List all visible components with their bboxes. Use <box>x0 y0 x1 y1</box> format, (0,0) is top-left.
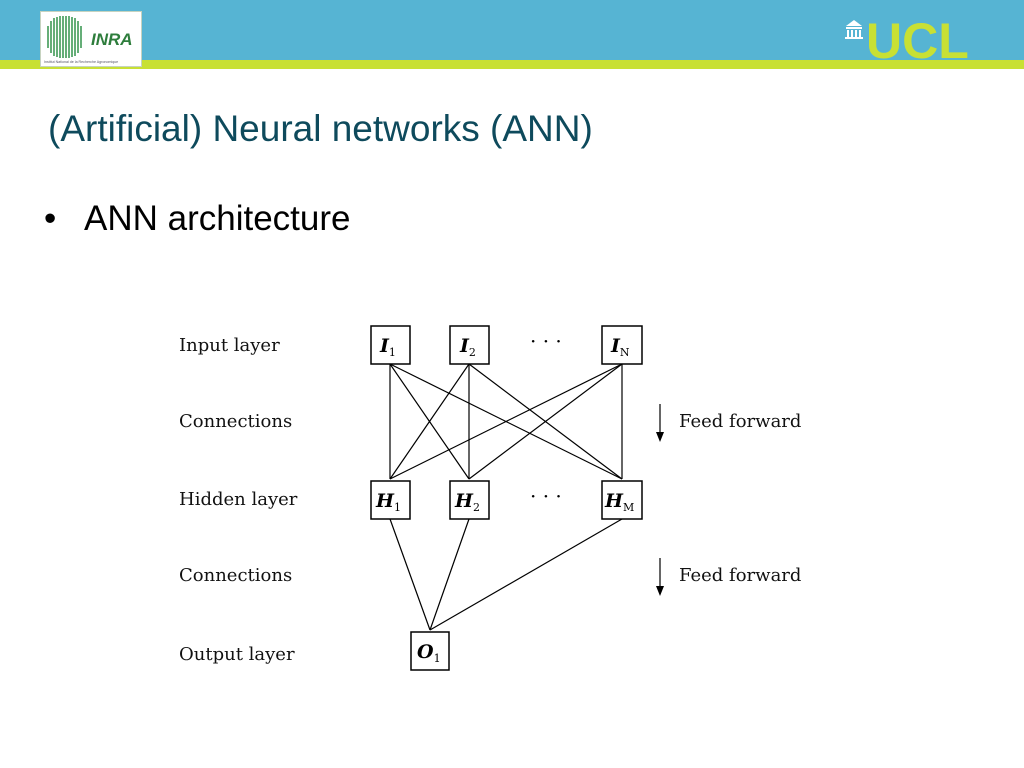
svg-text:HM: HM <box>604 490 634 514</box>
edge-in-h1 <box>389 363 623 480</box>
svg-text:I1: I1 <box>379 335 396 359</box>
edge-h2-o1 <box>429 518 470 631</box>
hidden-output-connections <box>389 518 623 631</box>
feed-forward-label-1: Feed forward <box>679 411 801 432</box>
feed-forward-indicator-2: Feed forward <box>656 558 801 596</box>
header-stripe <box>0 60 1024 69</box>
label-connections-1: Connections <box>179 411 292 432</box>
edge-i2-h1 <box>389 363 470 480</box>
output-node-1: O1 <box>410 631 450 671</box>
input-node-1: I1 <box>370 325 411 365</box>
input-hidden-connections <box>389 363 623 480</box>
ann-architecture-diagram: Input layer Connections Hidden layer Con… <box>179 325 801 671</box>
inra-logo-caption: Institut National de la Recherche Agrono… <box>44 60 118 64</box>
ucl-logo-text: UCL <box>866 14 969 62</box>
header-bar <box>0 0 1024 60</box>
input-ellipsis: · · · <box>530 329 562 353</box>
svg-text:I2: I2 <box>459 335 476 359</box>
feed-forward-label-2: Feed forward <box>679 565 801 586</box>
label-input-layer: Input layer <box>179 335 280 356</box>
input-node-n: IN <box>601 325 643 365</box>
svg-text:H2: H2 <box>454 490 480 514</box>
label-output-layer: Output layer <box>179 644 295 665</box>
inra-logo-graphic: INRA Institut National de la Recherche A… <box>44 16 133 64</box>
label-connections-2: Connections <box>179 565 292 586</box>
svg-text:H1: H1 <box>375 490 401 514</box>
wheat-stripes-icon <box>45 16 85 58</box>
svg-text:IN: IN <box>610 335 630 359</box>
inra-logo: INRA Institut National de la Recherche A… <box>40 11 142 67</box>
edge-in-h2 <box>468 363 623 480</box>
inra-logo-text: INRA <box>91 30 133 49</box>
input-node-2: I2 <box>449 325 490 365</box>
edge-hm-o1 <box>429 518 623 631</box>
hidden-node-1: H1 <box>370 480 411 520</box>
bullet-text: ANN architecture <box>84 199 351 238</box>
feed-forward-indicator-1: Feed forward <box>656 404 801 442</box>
bullet-marker: • <box>44 199 57 238</box>
ucl-logo-graphic: UCL <box>845 13 969 69</box>
hidden-ellipsis: · · · <box>530 484 562 508</box>
ucl-portico-icon <box>845 20 863 39</box>
label-hidden-layer: Hidden layer <box>179 489 298 510</box>
bullet-item: • ANN architecture <box>44 199 350 239</box>
svg-text:O1: O1 <box>417 641 441 665</box>
slide-title: (Artificial) Neural networks (ANN) <box>48 108 593 149</box>
hidden-node-2: H2 <box>449 480 490 520</box>
ucl-logo: UCL <box>844 13 994 69</box>
hidden-node-m: HM <box>601 480 643 520</box>
edge-h1-o1 <box>389 518 431 631</box>
